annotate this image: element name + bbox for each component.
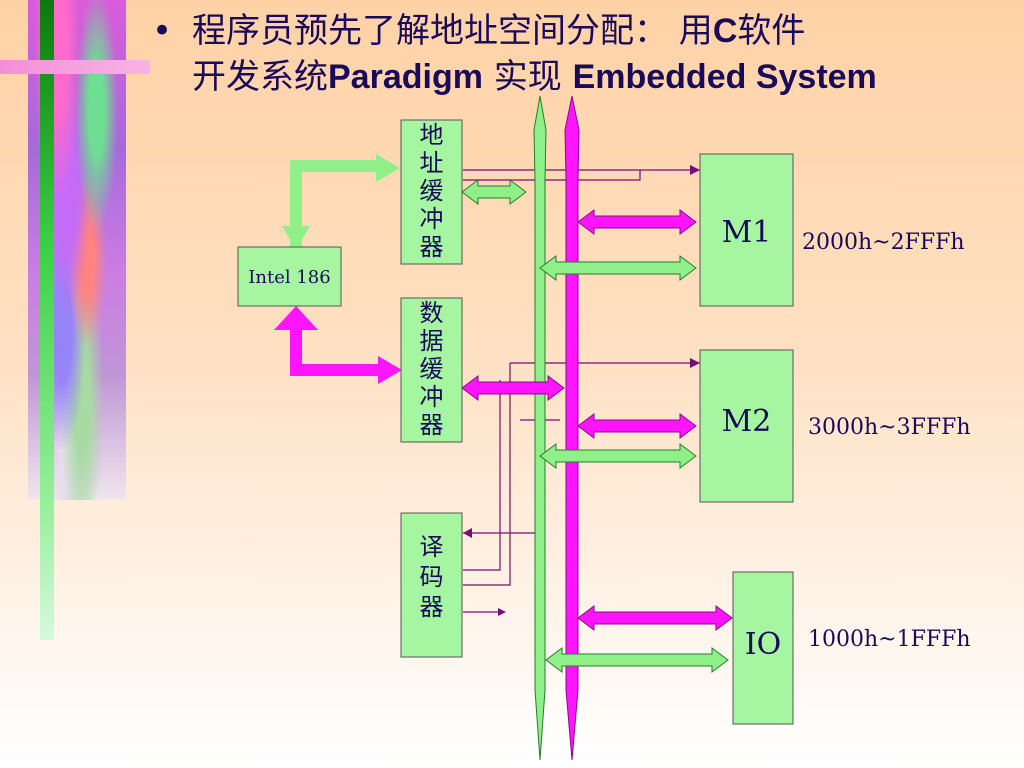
addr-buffer-chars-char: 址 (420, 149, 444, 177)
title-line2-text: 开发系统 (192, 57, 328, 97)
cpu-data-arrowhead (378, 356, 402, 384)
title-line2: 开发系统Paradigm 实现 Embedded System (152, 54, 1012, 100)
m1-select-arrowhead (690, 165, 700, 175)
m2-data-arrow (577, 413, 697, 439)
m1-addr-arrow (539, 255, 697, 281)
io-range: 1000h~1FFFh (808, 627, 971, 652)
m2-select-arrowhead (690, 358, 700, 368)
cpu-data-connector (290, 328, 380, 376)
addr-buffer-chars-char: 缓 (420, 177, 444, 205)
data-buffer-chars-char: 数 (420, 299, 444, 327)
data-buffer-chars-char: 器 (420, 411, 444, 439)
data-buffer-bus-arrow (461, 375, 565, 401)
data-buffer-chars-char: 据 (420, 327, 444, 355)
decoder-input-arrowhead (463, 528, 472, 538)
title-line1-text: 程序员预先了解地址空间分配： 用 (192, 11, 713, 51)
addr-buffer-chars-char: 冲 (420, 205, 444, 233)
decoder-line-m2 (463, 363, 511, 586)
io-box (732, 571, 794, 725)
title-line2-bold2: Embedded System (572, 58, 877, 96)
m2-box (699, 349, 794, 503)
decoder-label: 译码器 (420, 533, 444, 621)
addr-buffer-chars-char: 地 (420, 121, 444, 149)
m2-range: 3000h~3FFFh (808, 415, 971, 440)
m1-data-arrow (577, 209, 697, 235)
m2-addr-arrow (539, 443, 697, 469)
data-cpu-arrowhead (274, 306, 318, 330)
cpu-box (237, 246, 342, 307)
data-buffer-chars-char: 冲 (420, 383, 444, 411)
addr-buffer-chars-char: 器 (420, 233, 444, 261)
slide-title: • 程序员预先了解地址空间分配： 用C软件 开发系统Paradigm 实现 Emb… (152, 8, 1012, 100)
cpu-addr-arrowhead (376, 154, 400, 182)
m1-box (699, 153, 794, 307)
bullet-icon: • (152, 11, 173, 51)
cpu-label: Intel 186 (248, 267, 330, 288)
m1-label: M1 (722, 215, 772, 250)
addr-cpu-arrowhead (282, 226, 310, 250)
decorative-pink-bar (0, 60, 150, 74)
cpu-addr-connector (290, 160, 378, 248)
io-data-arrow (577, 605, 733, 631)
io-label: IO (745, 627, 781, 662)
title-line1-bold: C (712, 12, 738, 50)
decoder-chars-char: 译 (420, 533, 444, 561)
title-line2-mid: 实现 (482, 57, 573, 97)
address-bus-arrow (533, 95, 547, 761)
io-addr-arrow (545, 647, 729, 673)
addr-buffer-bus-arrow (461, 179, 527, 205)
data-buffer-chars-char: 缓 (420, 355, 444, 383)
m1-range: 2000h~2FFFh (802, 230, 965, 255)
m2-label: M2 (722, 404, 772, 439)
io-select-arrowhead (498, 608, 506, 616)
title-line2-bold1: Paradigm (328, 58, 483, 96)
decoder-line-m1 (463, 380, 501, 571)
decoder-chars-char: 器 (420, 593, 444, 621)
address-buffer-box (400, 119, 463, 265)
decoder-box (400, 512, 463, 658)
decoder-chars-char: 码 (420, 563, 444, 591)
title-line1-tail: 软件 (737, 11, 806, 51)
addr-line-m1-b (463, 170, 641, 181)
decorative-green-bar (40, 0, 54, 640)
data-buffer-box (400, 297, 463, 443)
